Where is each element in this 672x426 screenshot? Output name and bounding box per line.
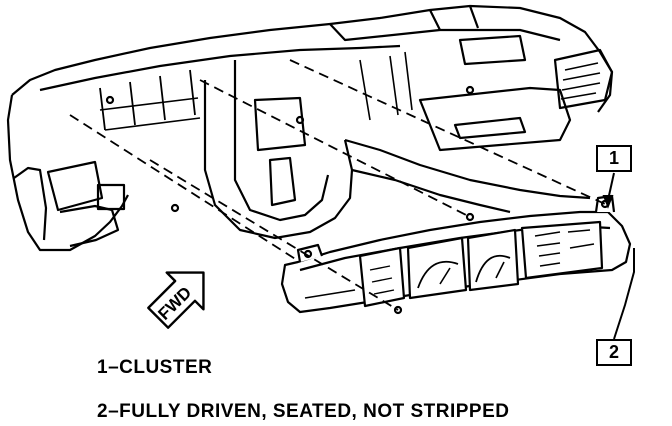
callout-1-arrowhead: [602, 195, 614, 209]
instrument-panel: [6, 4, 614, 252]
callout-1-box: 1: [596, 145, 632, 172]
fwd-arrow-shape: [147, 271, 205, 329]
callout-2-leader: [613, 248, 635, 340]
instrument-cluster: [280, 194, 632, 315]
alignment-lines: [69, 59, 606, 311]
legend-item-cluster: 1–CLUSTER: [97, 357, 213, 378]
callout-2-box: 2: [596, 339, 632, 366]
callout-1-number: 1: [608, 148, 619, 168]
callout-leaders: [602, 172, 635, 340]
callout-2-number: 2: [608, 342, 619, 362]
fwd-arrow: FWD: [147, 271, 205, 329]
legend-item-fully-driven: 2–FULLY DRIVEN, SEATED, NOT STRIPPED: [97, 401, 510, 422]
